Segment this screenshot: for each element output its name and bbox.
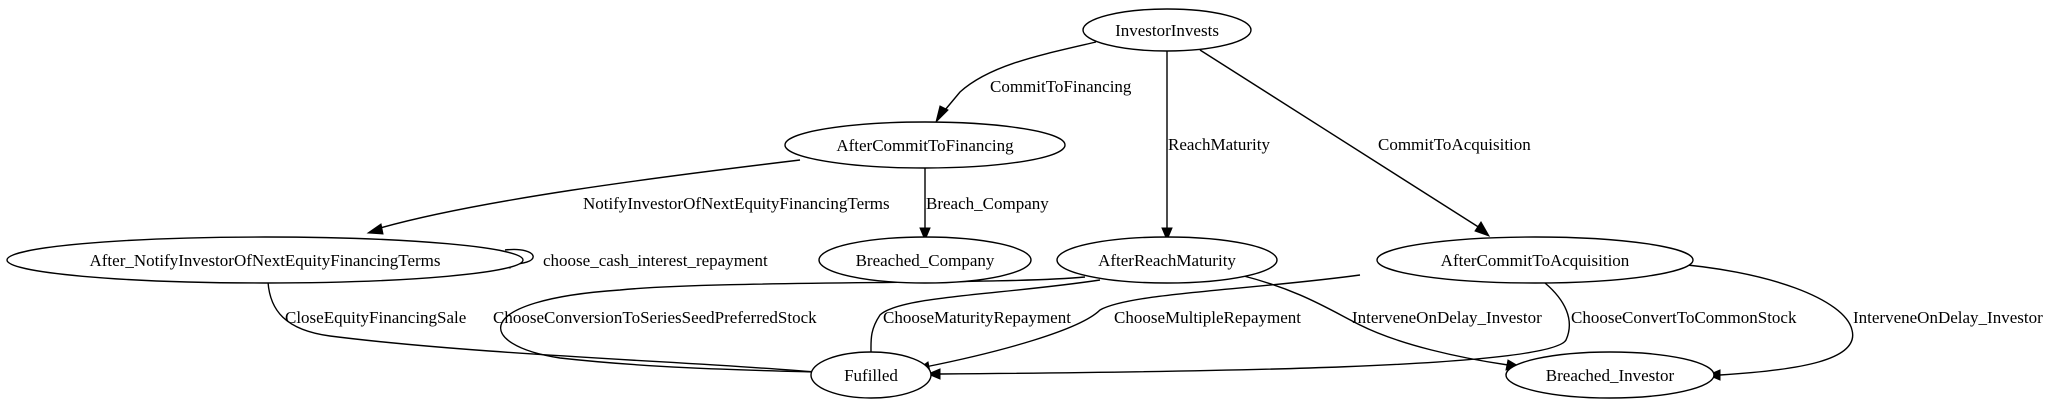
node-label: InvestorInvests <box>1115 21 1219 40</box>
arrowhead <box>926 368 941 380</box>
node-ellipse <box>818 236 1032 284</box>
edge-label-notify-investor: NotifyInvestorOfNextEquityFinancingTerms <box>583 194 890 213</box>
edge-label-choose-convert-common: ChooseConvertToCommonStock <box>1571 308 1797 327</box>
arrowhead <box>935 105 949 124</box>
edge-label-commit-to-acquisition: CommitToAcquisition <box>1378 135 1531 154</box>
arrowhead <box>1474 221 1491 237</box>
node-label: Fufilled <box>844 366 898 385</box>
edge-choose-cash-interest-loop: choose_cash_interest_repayment <box>496 248 768 270</box>
edge-path <box>1199 49 1481 229</box>
edge-notify-investor: NotifyInvestorOfNextEquityFinancingTerms <box>366 159 890 235</box>
edge-reach-maturity: ReachMaturity <box>1161 51 1270 242</box>
node-label: Breached_Company <box>856 251 995 270</box>
node-after-notify-investor[interactable]: After_NotifyInvestorOfNextEquityFinancin… <box>6 236 524 284</box>
edge-path <box>1239 274 1509 366</box>
edge-label-reach-maturity: ReachMaturity <box>1168 135 1270 154</box>
node-ellipse <box>1056 236 1278 284</box>
edge-path <box>870 279 1101 353</box>
edge-path <box>924 274 1361 368</box>
node-fulfilled[interactable]: Fufilled <box>810 351 932 399</box>
node-ellipse <box>784 121 1066 169</box>
edge-label-commit-to-financing: CommitToFinancing <box>990 77 1132 96</box>
edge-label-choose-cash-interest: choose_cash_interest_repayment <box>543 251 768 270</box>
node-investor-invests[interactable]: InvestorInvests <box>1082 8 1252 52</box>
edge-label-choose-conversion-series-seed: ChooseConversionToSeriesSeedPreferredSto… <box>493 308 817 327</box>
edge-label-choose-maturity-repayment: ChooseMaturityRepayment <box>883 308 1071 327</box>
edge-path <box>267 281 816 373</box>
node-ellipse <box>1505 351 1715 399</box>
node-label: Breached_Investor <box>1546 366 1675 385</box>
node-label: AfterReachMaturity <box>1098 251 1236 270</box>
node-label: AfterCommitToAcquisition <box>1441 251 1630 270</box>
node-label: AfterCommitToFinancing <box>836 136 1014 155</box>
edge-path <box>1662 262 1854 376</box>
edge-label-breach-company: Breach_Company <box>926 194 1049 213</box>
arrowhead <box>366 223 384 235</box>
arrowhead <box>919 227 931 242</box>
node-ellipse <box>6 236 524 284</box>
node-after-commit-to-acquisition[interactable]: AfterCommitToAcquisition <box>1376 236 1694 284</box>
edge-path <box>379 159 801 229</box>
edge-label-intervene-delay-investor-2: InterveneOnDelay_Investor <box>1853 308 2043 327</box>
edge-path <box>944 41 1097 111</box>
edge-label-close-equity-financing-sale: CloseEquityFinancingSale <box>285 308 466 327</box>
edge-choose-maturity-repayment: ChooseMaturityRepayment <box>865 279 1101 366</box>
node-breached-company[interactable]: Breached_Company <box>818 236 1032 284</box>
edge-close-equity-financing-sale: CloseEquityFinancingSale <box>267 281 829 378</box>
node-after-commit-to-financing[interactable]: AfterCommitToFinancing <box>784 121 1066 169</box>
node-breached-investor[interactable]: Breached_Investor <box>1505 351 1715 399</box>
edge-breach-company: Breach_Company <box>919 168 1049 242</box>
edge-label-choose-multiple-repayment: ChooseMultipleRepayment <box>1114 308 1301 327</box>
node-ellipse <box>1376 236 1694 284</box>
edge-choose-multiple-repayment: ChooseMultipleRepayment <box>915 274 1361 373</box>
edge-path <box>939 282 1570 375</box>
edge-label-intervene-delay-investor-1: InterveneOnDelay_Investor <box>1352 308 1542 327</box>
edge-commit-to-financing: CommitToFinancing <box>935 41 1132 124</box>
arrowhead <box>1161 227 1173 242</box>
node-ellipse <box>810 351 932 399</box>
edge-choose-convert-common: ChooseConvertToCommonStock <box>926 282 1797 380</box>
node-after-reach-maturity[interactable]: AfterReachMaturity <box>1056 236 1278 284</box>
node-label: After_NotifyInvestorOfNextEquityFinancin… <box>89 251 440 270</box>
edge-commit-to-acquisition: CommitToAcquisition <box>1199 49 1531 237</box>
node-ellipse <box>1082 8 1252 52</box>
